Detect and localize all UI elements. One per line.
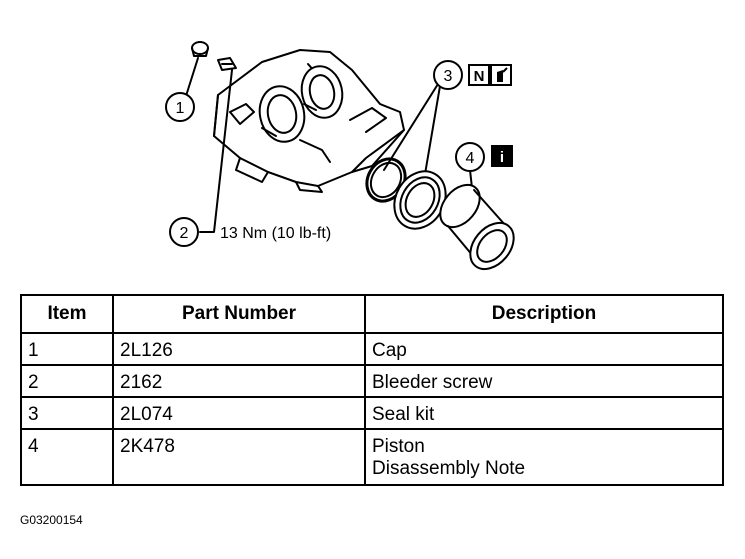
- cell-part-number: 2162: [112, 364, 366, 398]
- cell-item: 1: [20, 332, 114, 366]
- cell-part-number: 2L126: [112, 332, 366, 366]
- cap-part: [191, 41, 209, 57]
- callout-label-2: 2: [180, 225, 189, 242]
- callout-circle-2: [169, 217, 199, 247]
- info-icon-letter: i: [500, 149, 504, 166]
- leader-line-3b: [423, 85, 441, 181]
- caliper-bores: [258, 65, 344, 143]
- n-icon-letter: N: [474, 68, 485, 85]
- callout-circle-3: [433, 60, 463, 90]
- information-icon: i: [491, 145, 513, 167]
- cell-item: 4: [20, 428, 114, 486]
- cell-description: Seal kit: [364, 396, 724, 430]
- table-row: 3 2L074 Seal kit: [20, 396, 724, 430]
- cell-description: Piston Disassembly Note: [364, 428, 724, 486]
- table-row: 1 2L126 Cap: [20, 332, 724, 366]
- figure-code: G03200154: [20, 513, 83, 527]
- new-part-n-icon: N: [468, 64, 490, 86]
- torque-spec-label: 13 Nm (10 lb-ft): [220, 225, 331, 242]
- disassembly-note-link[interactable]: Disassembly Note: [372, 458, 526, 479]
- header-description: Description: [364, 294, 724, 334]
- bleeder-screw-part: [217, 57, 237, 71]
- table-row: 4 2K478 Piston Disassembly Note: [20, 428, 724, 486]
- cell-description: Cap: [364, 332, 724, 366]
- table-row: 2 2162 Bleeder screw: [20, 364, 724, 398]
- leader-line-3a: [383, 83, 439, 171]
- description-line: Piston: [372, 436, 425, 457]
- cell-part-number: 2L074: [112, 396, 366, 430]
- cell-item: 2: [20, 364, 114, 398]
- header-part-number: Part Number: [112, 294, 366, 334]
- cell-item: 3: [20, 396, 114, 430]
- table-header-row: Item Part Number Description: [20, 294, 724, 334]
- header-item: Item: [20, 294, 114, 334]
- lubricant-icon: [490, 64, 512, 86]
- caliper-exploded-view: 1 2 3 4 13 Nm (10 lb-ft) N i: [165, 41, 515, 271]
- callout-circle-1: [165, 92, 195, 122]
- callout-circle-4: [455, 142, 485, 172]
- callout-label-1: 1: [176, 100, 185, 117]
- cell-description: Bleeder screw: [364, 364, 724, 398]
- boot-part: [393, 170, 447, 230]
- callout-label-4: 4: [466, 150, 475, 167]
- cell-part-number: 2K478: [112, 428, 366, 486]
- parts-table: Item Part Number Description 1 2L126 Cap…: [20, 294, 724, 486]
- callout-label-3: 3: [444, 68, 453, 85]
- leader-line-2: [199, 69, 233, 233]
- leader-line-1: [185, 57, 199, 97]
- piston-part: [439, 183, 515, 271]
